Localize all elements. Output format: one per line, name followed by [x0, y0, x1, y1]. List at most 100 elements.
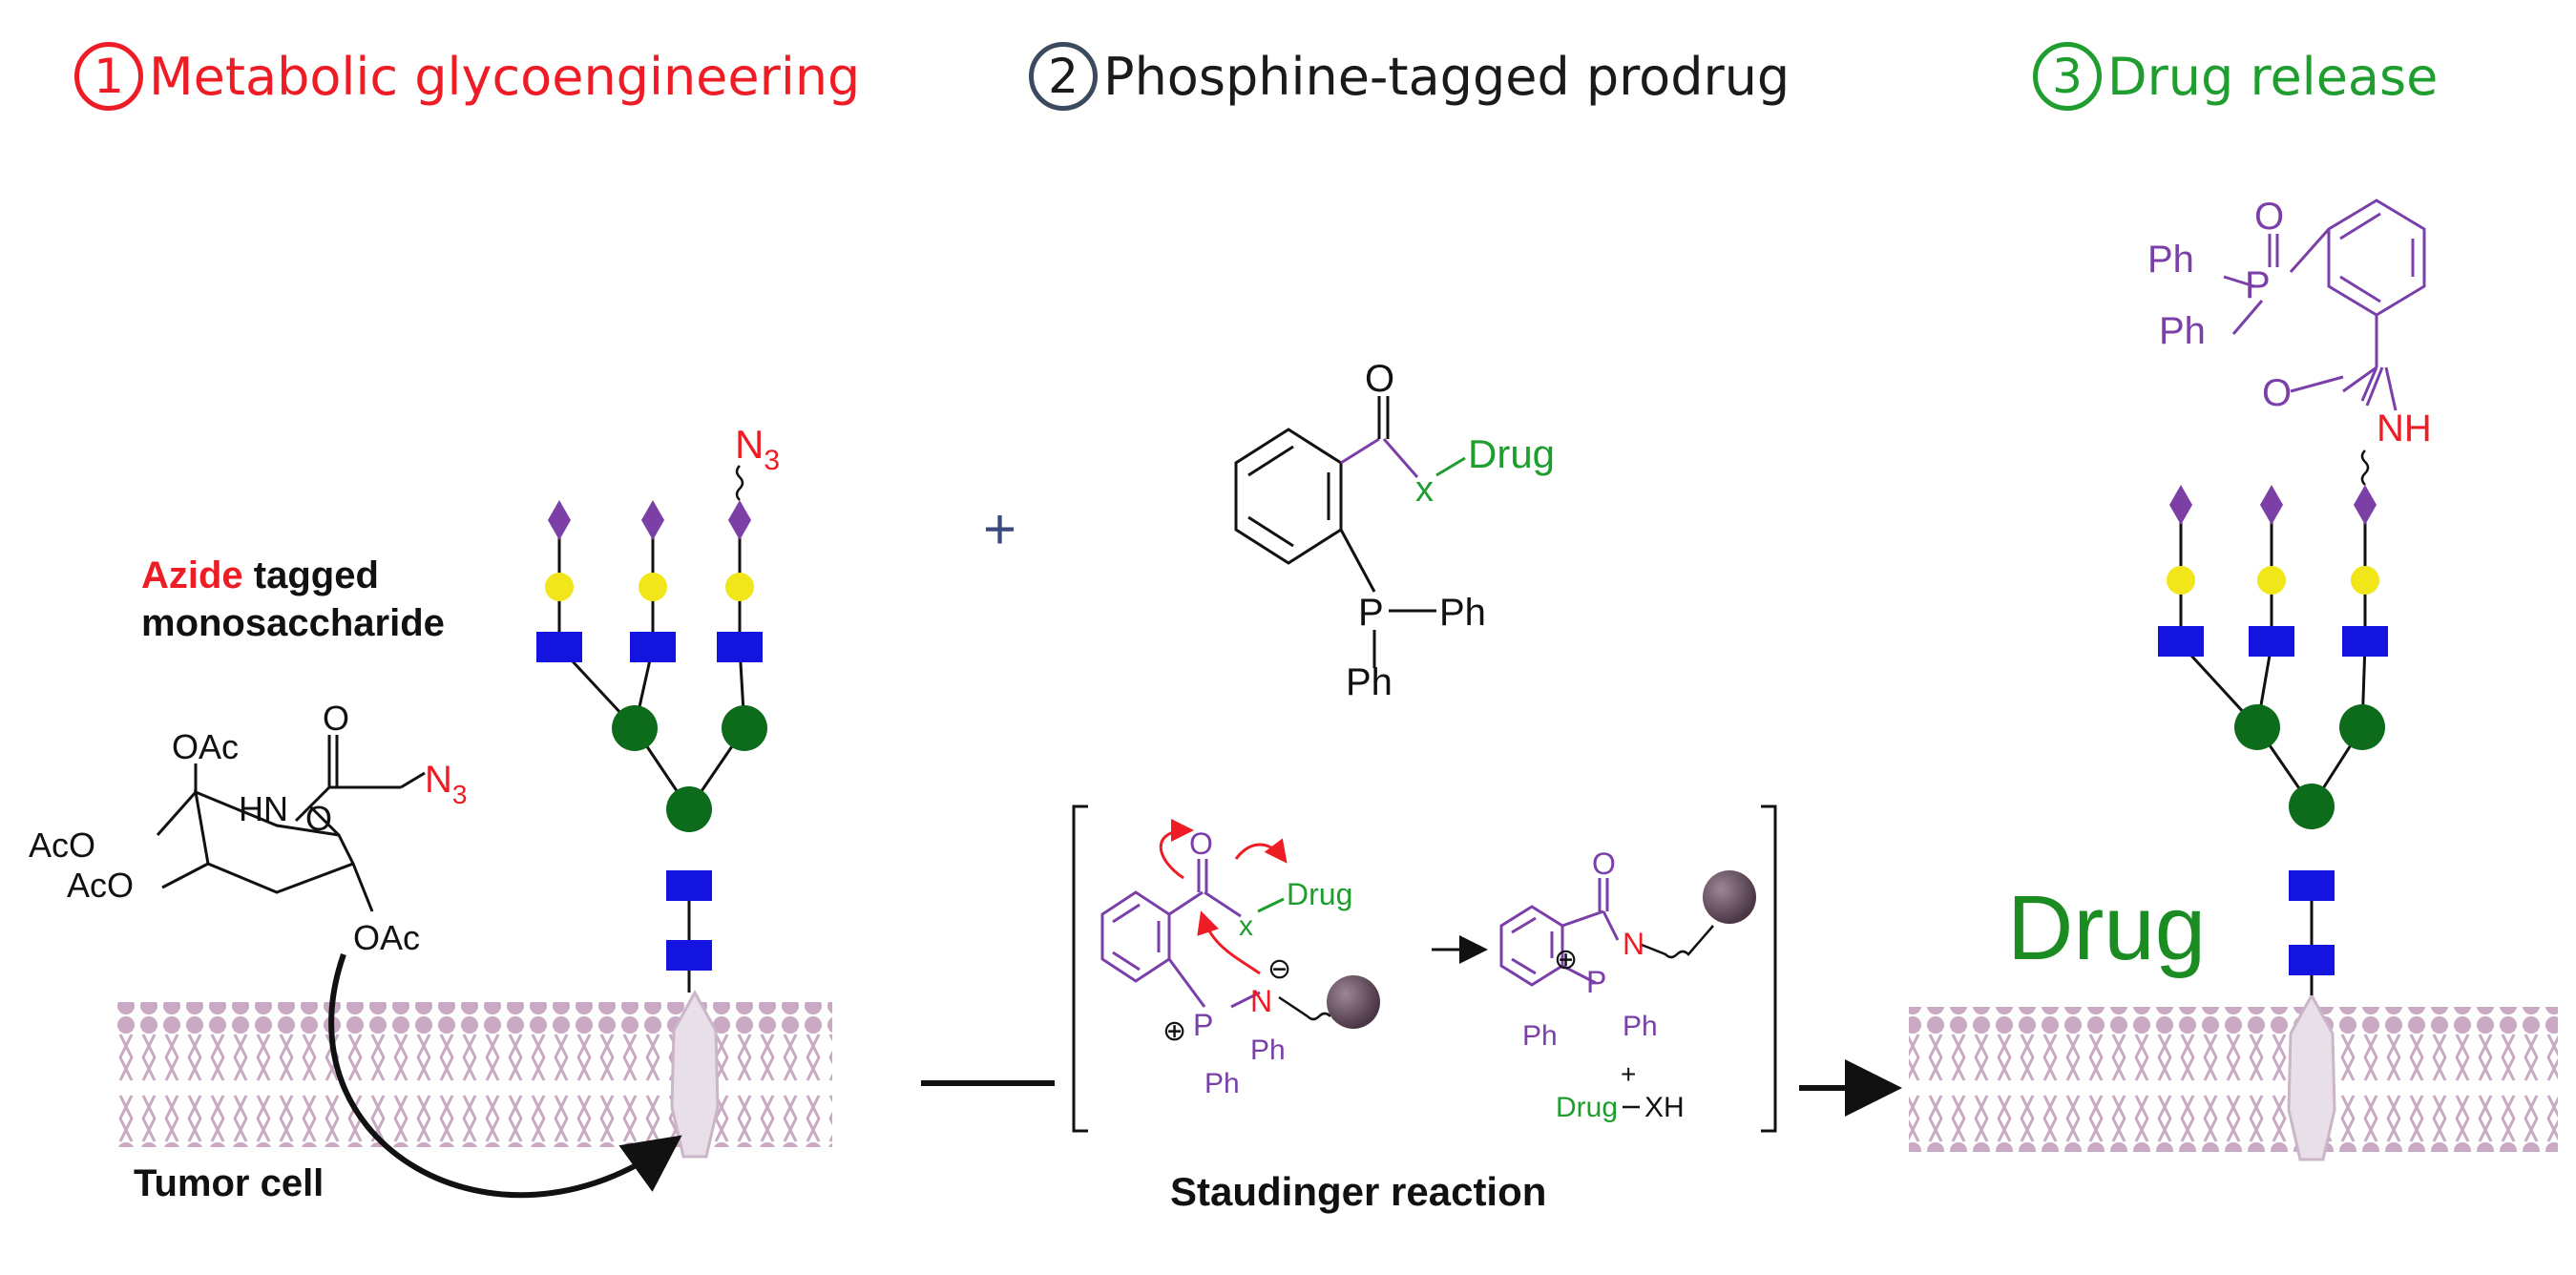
- right-sialic-acid-3: [2354, 485, 2377, 525]
- int1-ph2: Ph: [1204, 1068, 1240, 1099]
- prodrug-drug: Drug: [1468, 431, 1555, 476]
- prodrug-drug-bond: [1435, 456, 1466, 477]
- right-galactose-1: [2167, 566, 2195, 595]
- sugar-oac-anomeric: OAc: [353, 918, 420, 957]
- prodrug-o: O: [1365, 358, 1394, 400]
- left-sialic-acid-2: [641, 500, 664, 540]
- right-membrane: [1909, 1007, 2558, 1152]
- byproduct-drug: Drug: [1556, 1092, 1618, 1123]
- int1-drug: Drug: [1287, 877, 1352, 911]
- final-ph1: Ph: [2147, 239, 2194, 281]
- int1-bead: [1327, 975, 1380, 1029]
- left-mannose-branch-1: [612, 705, 658, 751]
- sugar-ring-o: O: [305, 799, 332, 838]
- int2-bead: [1703, 870, 1756, 924]
- int1-curved-arrow-3: [1197, 910, 1261, 975]
- left-glycan-azide: N3: [735, 422, 780, 476]
- int1-bead-linker: [1278, 995, 1331, 1021]
- int2-ph2: Ph: [1623, 1011, 1658, 1042]
- final-amide-bond: [2365, 366, 2384, 407]
- int2-n: N: [1623, 927, 1644, 961]
- int1-ph1: Ph: [1250, 1035, 1286, 1066]
- right-sialic-acid-2: [2260, 485, 2283, 525]
- uptake-arrow: [328, 953, 682, 1199]
- sugar-aco-2: AcO: [67, 866, 134, 905]
- right-mannose-branch-2: [2339, 704, 2385, 750]
- int1-x: x: [1239, 910, 1253, 942]
- left-membrane: [116, 1002, 832, 1147]
- right-membrane-protein: [2287, 992, 2336, 1161]
- int1-minus: ⊖: [1267, 953, 1291, 985]
- heading-step1-text: Metabolic glycoengineering: [149, 46, 861, 107]
- sugar-azide: N3: [425, 759, 467, 809]
- final-o-amide: O: [2262, 372, 2292, 414]
- bracket-left: [1072, 805, 1088, 1133]
- sugar-aco-1: AcO: [29, 826, 95, 865]
- left-mannose-branch-2: [722, 705, 767, 751]
- int2-p: P: [1586, 965, 1606, 999]
- final-o-top: O: [2254, 196, 2284, 238]
- final-p: P: [2245, 264, 2271, 306]
- left-galactose-3: [725, 573, 754, 601]
- int2-bead-linker: [1641, 925, 1714, 959]
- azide-word: Azide: [141, 554, 243, 596]
- right-glcnac-antenna-1: [2158, 626, 2204, 657]
- prodrug-p: P: [1358, 592, 1384, 634]
- int1-n: N: [1250, 984, 1272, 1018]
- int1-p: P: [1193, 1008, 1213, 1042]
- prodrug-x-bond: [1382, 438, 1419, 478]
- left-glcnac-antenna-1: [536, 632, 582, 662]
- heading-step1: 1 Metabolic glycoengineering: [74, 36, 860, 116]
- right-glcnac-square-2: [2289, 870, 2335, 901]
- sugar-carbonyl-o: O: [323, 699, 349, 738]
- byproduct-xh: XH: [1644, 1092, 1685, 1123]
- byproduct-plus: +: [1621, 1059, 1636, 1089]
- prodrug-x: x: [1415, 470, 1434, 510]
- step3-number-circle: 3: [2033, 42, 2102, 111]
- right-mannose-core: [2289, 784, 2335, 829]
- int1-curved-arrow-2: [1234, 838, 1288, 864]
- int1-plus: ⊕: [1162, 1015, 1186, 1047]
- staudinger-label: Staudinger reaction: [1170, 1169, 1547, 1214]
- left-glcnac-antenna-3: [717, 632, 763, 662]
- left-glcnac-antenna-2: [630, 632, 676, 662]
- heading-step3-text: Drug release: [2107, 46, 2439, 107]
- heading-step2-text: Phosphine-tagged prodrug: [1103, 46, 1791, 107]
- tumor-cell-label: Tumor cell: [134, 1162, 325, 1204]
- prodrug-purple-bond: [1340, 437, 1380, 465]
- plus-sign: +: [983, 497, 1017, 561]
- right-glcnac-square-1: [2289, 945, 2335, 975]
- left-azide-linker: [735, 465, 744, 501]
- sugar-hn: HN: [239, 789, 288, 828]
- left-galactose-2: [639, 573, 667, 601]
- left-sialic-acid-3: [728, 500, 751, 540]
- tagged-word: tagged: [242, 554, 379, 596]
- left-sialic-acid-1: [548, 500, 571, 540]
- right-amide-linker: [2360, 449, 2370, 486]
- monosaccharide-word: monosaccharide: [141, 602, 445, 644]
- final-carbonyl-bond: [2290, 375, 2344, 393]
- heading-step3: 3 Drug release: [2033, 36, 2438, 116]
- final-amide-n-bond: [2384, 366, 2398, 411]
- left-glcnac-square-2: [666, 870, 712, 901]
- right-galactose-3: [2351, 566, 2379, 595]
- left-galactose-1: [545, 573, 574, 601]
- int1-curved-arrow-1: [1159, 819, 1194, 880]
- int1-o: O: [1189, 826, 1213, 861]
- step1-number-circle: 1: [74, 42, 143, 111]
- right-sialic-acid-1: [2169, 485, 2192, 525]
- right-galactose-2: [2257, 566, 2286, 595]
- heading-step2: 2 Phosphine-tagged prodrug: [1029, 36, 1790, 116]
- final-nh: NH: [2377, 408, 2432, 449]
- right-glcnac-antenna-3: [2342, 626, 2388, 657]
- intermediate-1-structure: [1100, 859, 1261, 1009]
- right-glcnac-antenna-2: [2249, 626, 2294, 657]
- intermediate-2-structure: [1499, 878, 1620, 987]
- final-ph2: Ph: [2159, 310, 2206, 352]
- right-mannose-branch-1: [2234, 704, 2280, 750]
- step2-number-circle: 2: [1029, 42, 1098, 111]
- final-product-structure: [2223, 199, 2426, 402]
- released-drug-label: Drug: [2007, 877, 2207, 979]
